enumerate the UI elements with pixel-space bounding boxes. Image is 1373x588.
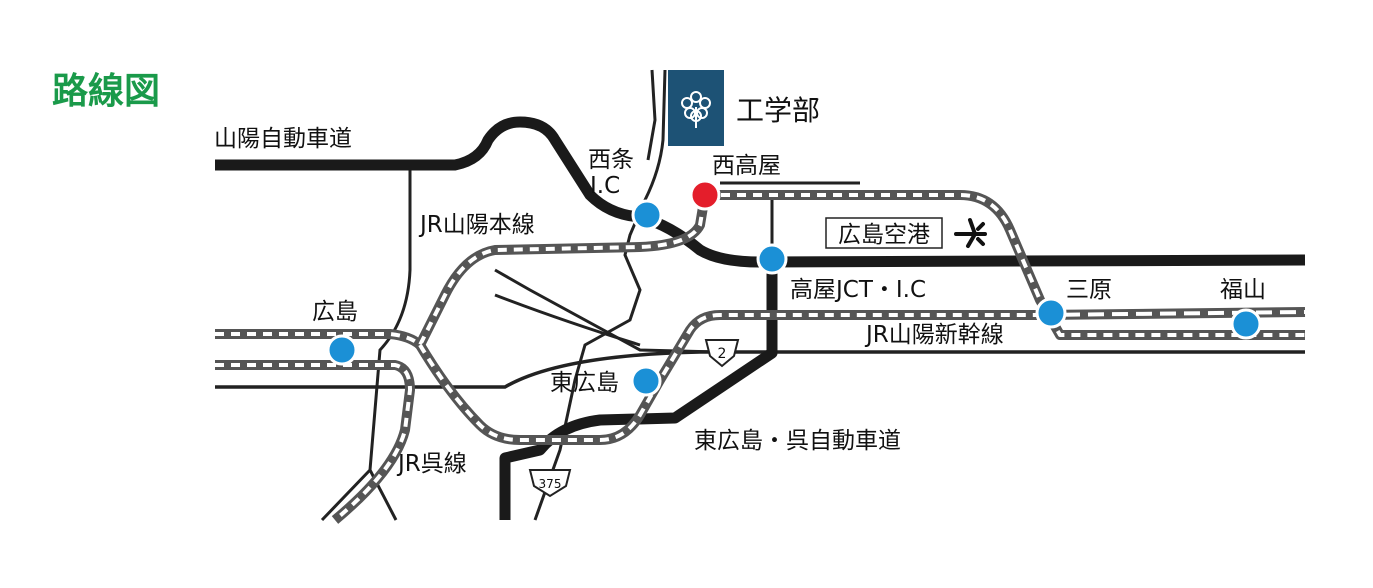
sanyo-main-line-dash (215, 194, 707, 347)
saijo-ic-label-line2: I.C (590, 173, 620, 199)
higashihiroshima-label: 東広島 (550, 370, 619, 396)
fukuyama-label: 福山 (1220, 277, 1266, 303)
station-saijo-ic[interactable] (631, 199, 663, 231)
station-takaya-jct[interactable] (756, 243, 788, 275)
route-2-label: 2 (718, 346, 727, 362)
airport-label-box (825, 217, 943, 249)
sanyo-main-line-east-dash (705, 193, 1305, 337)
flower-logo-icon (681, 91, 711, 128)
sanyo-main-line-label: JR山陽本線 (418, 212, 535, 238)
campus-name: 工学部 (736, 94, 820, 127)
higashihiroshima-kure-expressway-line (499, 262, 778, 520)
mihara-label: 三原 (1066, 277, 1112, 303)
local-road-north-south (533, 69, 667, 521)
station-fukuyama[interactable] (1230, 308, 1262, 340)
route-375-shield: 375 (528, 469, 572, 498)
shinkansen-line-dash (1039, 310, 1306, 317)
local-road-west (320, 170, 412, 522)
map-labels: 山陽自動車道 JR山陽本線 西条 I.C 西高屋 高屋JCT・I.C 広島 東広… (214, 126, 1266, 477)
airplane-icon (954, 218, 987, 248)
kure-line-south-dash (215, 363, 412, 522)
kure-line-ring-dash (418, 313, 1040, 442)
kure-expressway-label: 東広島・呉自動車道 (694, 428, 901, 454)
station-nishitakaya[interactable] (689, 179, 721, 211)
campus-marker: 工学部 (668, 70, 820, 146)
hiroshima-label: 広島 (312, 299, 358, 325)
station-hiroshima[interactable] (326, 334, 358, 366)
nishitakaya-label: 西高屋 (712, 153, 781, 179)
saijo-ic-label-line1: 西条 (588, 147, 634, 173)
route-375-label: 375 (539, 477, 562, 491)
stations (326, 179, 1262, 397)
expressways (215, 116, 1306, 520)
route-2-shield: 2 (704, 339, 740, 368)
sanyo-expressway-label: 山陽自動車道 (214, 126, 352, 152)
local-roads (320, 69, 860, 522)
map-title: 路線図 (52, 71, 160, 112)
kure-line-label: JR呉線 (396, 451, 467, 477)
sanyo-expressway-line (215, 116, 1306, 268)
station-mihara[interactable] (1035, 297, 1067, 329)
airport-marker: 広島空港 (825, 217, 987, 249)
railways (215, 190, 1306, 524)
station-higashihiroshima[interactable] (630, 365, 662, 397)
takaya-jct-label: 高屋JCT・I.C (790, 277, 926, 303)
shinkansen-label: JR山陽新幹線 (864, 322, 1004, 348)
local-road-north (646, 69, 657, 161)
airport-label: 広島空港 (838, 222, 930, 248)
local-road-diagonal-2 (494, 293, 641, 347)
